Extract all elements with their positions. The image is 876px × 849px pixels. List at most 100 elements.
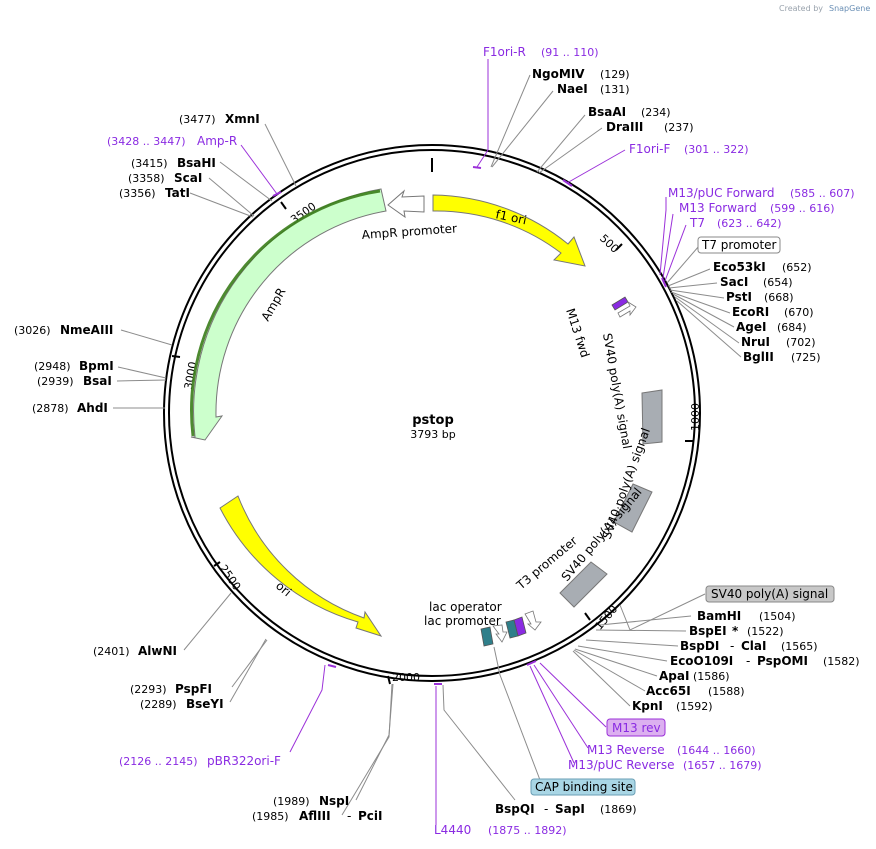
tick-2500-mark [213,561,221,567]
site-sapi[interactable]: SapI [555,802,585,816]
site-ecori[interactable]: EcoRI [732,305,769,319]
site-nrui[interactable]: NruI [741,335,770,349]
site-saci[interactable]: SacI [720,275,748,289]
leader-ecori [670,291,731,314]
sv40-polyA-block-2[interactable] [613,483,653,533]
leader-naei [491,90,554,168]
feature-m13-puc-forward: M13/pUC Forward [668,186,775,200]
site-ngomiv[interactable]: NgoMIV [532,67,585,81]
site-bseyi[interactable]: BseYI [186,697,224,711]
site-tati[interactable]: TatI [165,186,190,200]
site-agei[interactable]: AgeI [736,320,766,334]
feature-f1ori-f-range: (301 .. 322) [684,143,749,156]
site-bspdi[interactable]: BspDI [680,639,719,653]
t7-promoter-box [697,236,781,254]
leader-amp-r [240,144,278,195]
feature-m13-reverse-range: (1644 .. 1660) [677,744,756,757]
site-alwni[interactable]: AlwNI [138,644,177,658]
leader-xmni [264,123,297,187]
leader-m13-rev [539,662,607,728]
plasmid-size: 3793 bp [410,428,455,441]
leader-bamhi [599,615,692,626]
site-nmeaiii-pos: (3026) [14,324,51,337]
lac-promoter-arrow[interactable] [492,624,508,643]
site-acc65i[interactable]: Acc65I [646,684,691,698]
site-bspqi-sep: - [544,802,548,816]
site-bglii[interactable]: BglII [743,350,774,364]
t3-promoter-arrow[interactable] [524,610,542,631]
leader-scai [208,177,255,217]
ampr-promoter-arrow[interactable] [387,189,425,219]
leader-alwni [183,592,232,651]
site-bamhi[interactable]: BamHI [697,609,741,623]
site-bpmi[interactable]: BpmI [79,359,114,373]
site-naei[interactable]: NaeI [557,82,588,96]
site-bspdi-sep: - [730,639,734,653]
site-nmeaiii[interactable]: NmeAIII [60,323,113,337]
leader-m13-puc-rev [529,665,575,764]
leader-f1ori-r [476,59,489,168]
site-saci-pos: (654) [763,276,793,289]
site-clai[interactable]: ClaI [741,639,766,653]
site-bspqi[interactable]: BspQI [495,802,535,816]
site-nspi[interactable]: NspI [319,794,349,808]
leader-bglii [676,300,742,358]
m13-fwd-primer[interactable] [611,296,629,311]
feature-pbr322ori-f-range: (2126 .. 2145) [119,755,198,768]
feature-m13-reverse: M13 Reverse [587,743,665,757]
feature-m13-puc-reverse-range: (1657 .. 1679) [683,759,762,772]
site-bsahi[interactable]: BsaHI [177,156,216,170]
feature-l4440-range: (1875 .. 1892) [488,824,567,837]
site-scai[interactable]: ScaI [174,171,202,185]
sv40-polyA-block-3[interactable] [559,561,608,608]
lac-operator-block[interactable] [480,626,494,647]
site-scai-pos: (3358) [128,172,165,185]
sv40-polyA-block-1[interactable] [641,389,663,445]
site-draiii[interactable]: DraIII [606,120,643,134]
site-bspei-pos: (1522) [747,625,784,638]
site-pcii[interactable]: PciI [358,809,383,823]
site-apai-pos: (1586) [693,670,730,683]
feature-m13-puc-reverse: M13/pUC Reverse [568,758,675,772]
backbone-outer [163,144,701,682]
f1-ori-arrow[interactable] [432,194,586,267]
site-ecori-pos: (670) [784,306,814,319]
feature-pbr322ori-f: pBR322ori-F [207,754,281,768]
site-pspomi[interactable]: PspOMI [757,654,808,668]
site-bspei-marker: * [732,624,739,638]
m13-fwd-arrow[interactable] [617,300,637,318]
site-kpni[interactable]: KpnI [632,699,663,713]
primer-mark-f1ori-r [472,166,482,169]
lac-promoter-label: lac promoter [424,614,501,628]
leader-m13-reverse [533,664,589,749]
cap-site-box [530,778,636,796]
credit-created-by: Created by [779,4,823,13]
site-psti[interactable]: PstI [726,290,752,304]
leader-bspei [595,629,687,632]
site-eco53ki-pos: (652) [782,261,812,274]
site-bspei[interactable]: BspEI [689,624,727,638]
site-ahdi[interactable]: AhdI [77,401,108,415]
site-bsai-pos: (2939) [37,375,74,388]
site-xmni[interactable]: XmnI [225,112,260,126]
site-apai[interactable]: ApaI [659,669,689,683]
leader-afliii [341,683,393,816]
site-acc65i-pos: (1588) [708,685,745,698]
cap-site-block[interactable] [505,619,519,639]
site-pspfi[interactable]: PspFI [175,682,212,696]
site-afliii[interactable]: AflIII [299,809,331,823]
ampr-highlight [190,189,381,437]
m13-rev-box [606,718,666,737]
site-bsaai[interactable]: BsaAI [588,105,626,119]
site-bglii-pos: (725) [791,351,821,364]
leader-m13-fwd [662,213,674,279]
leader-acc65i [573,649,646,692]
ori-arrow[interactable] [219,495,383,637]
leader-bspdi [585,639,679,647]
backbone-inner [168,149,696,677]
t7-promoter-box-label: T7 promoter [701,238,777,252]
sv40-polyA-label-1: SV40 poly(A) signal [600,332,634,450]
site-eco53ki[interactable]: Eco53kI [713,260,766,274]
site-ecoo109i[interactable]: EcoO109I [670,654,733,668]
site-bsai[interactable]: BsaI [83,374,112,388]
